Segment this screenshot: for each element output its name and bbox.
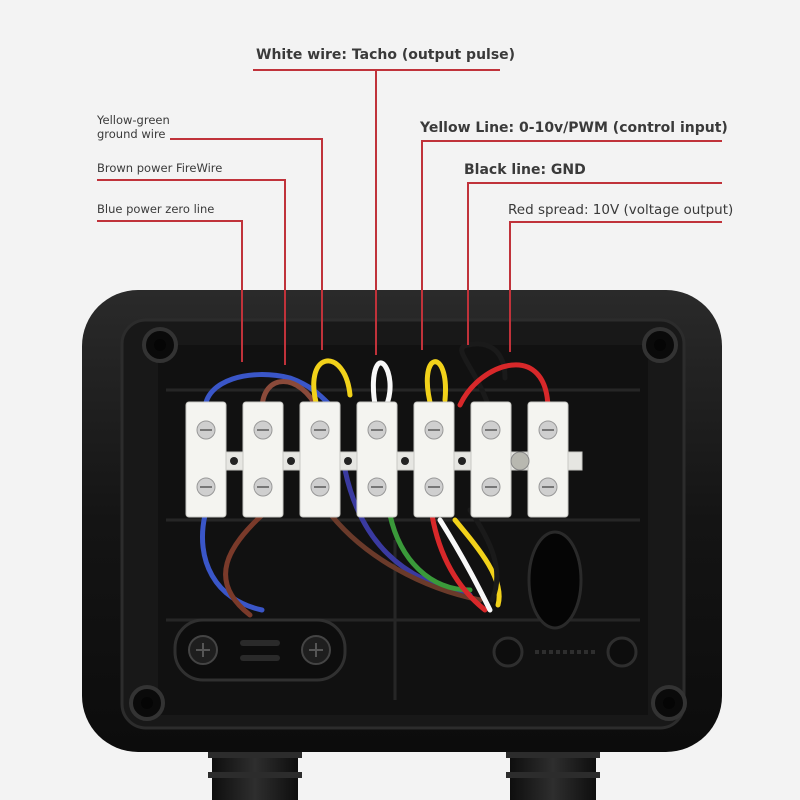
upper-wires — [202, 341, 551, 413]
terminal-6 — [470, 401, 512, 518]
terminal-1 — [185, 401, 227, 518]
label-blue-wire: Blue power zero line — [97, 202, 215, 216]
wire-red-lower — [429, 512, 488, 613]
terminal-block — [185, 401, 583, 518]
wire-yellow-green-upper — [311, 358, 353, 413]
wire-black-lower — [467, 507, 500, 603]
cable-cutout — [527, 530, 583, 630]
mounting-holes — [129, 327, 687, 721]
label-black-line: Black line: GND — [464, 162, 586, 178]
wire-black-upper — [459, 341, 508, 413]
wire-yellow-lower — [452, 517, 502, 608]
ground-screw — [510, 451, 530, 471]
terminal-3 — [299, 401, 341, 518]
leader-brown — [97, 179, 286, 365]
wire-white-lower — [437, 517, 493, 613]
label-yellow-green-line1: Yellow-green — [97, 113, 170, 127]
terminal-2 — [242, 401, 284, 518]
wire-brown-2-lower — [317, 497, 483, 603]
wire-yellow-upper — [424, 359, 448, 413]
terminal-5 — [413, 401, 455, 518]
lower-wires — [199, 467, 502, 618]
wire-brown-lower — [223, 512, 265, 618]
cable-clamp — [173, 618, 347, 682]
wire-blue-lower — [199, 512, 265, 613]
leader-blue — [97, 220, 243, 362]
label-white-wire: White wire: Tacho (output pulse) — [256, 47, 516, 63]
wire-green-lower — [387, 512, 473, 593]
wire-blue-upper — [202, 372, 333, 413]
leader-black — [467, 182, 722, 345]
label-yellow-green-wire: Yellow-green ground wire — [97, 113, 170, 141]
leader-yellow — [421, 140, 722, 350]
wire-red-upper — [457, 362, 551, 413]
wire-brown-upper — [259, 379, 321, 413]
label-yellow-line: Yellow Line: 0-10v/PWM (control input) — [420, 120, 728, 136]
junction-box-housing — [82, 290, 722, 752]
cable-clamp-seat-right — [492, 636, 638, 668]
label-brown-wire: Brown power FireWire — [97, 161, 223, 175]
wire-white-upper — [370, 360, 393, 413]
leader-red — [509, 221, 722, 352]
terminal-7 — [527, 401, 569, 518]
terminal-4 — [356, 401, 398, 518]
leader-yellow-green — [170, 138, 323, 350]
leader-lines — [97, 69, 722, 365]
label-yellow-green-line2: ground wire — [97, 127, 166, 141]
label-red-spread: Red spread: 10V (voltage output) — [508, 202, 734, 218]
